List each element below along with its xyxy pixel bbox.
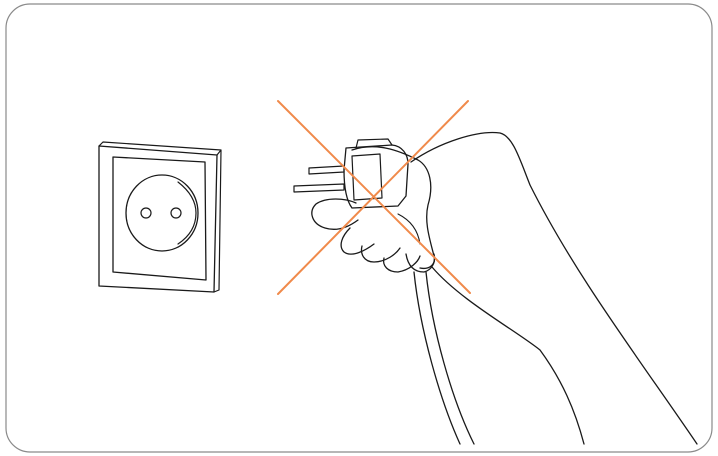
socket-pin-hole-right: [171, 208, 181, 218]
arm-lower-contour: [432, 267, 584, 444]
socket-pin-hole-left: [141, 208, 151, 218]
hand-icon: [312, 133, 697, 444]
index-finger: [341, 228, 374, 254]
socket-plate-edge: [99, 142, 221, 292]
plug-pin-top: [309, 166, 344, 174]
power-cord-icon: [406, 254, 474, 444]
cord-left-edge: [414, 272, 460, 444]
socket-plate-outer: [99, 146, 217, 292]
prohibition-cross-icon: [278, 101, 470, 294]
plug-pin-bottom: [294, 184, 344, 192]
wall-socket-icon: [99, 142, 221, 292]
socket-outlet-ring: [126, 175, 198, 251]
thumb: [312, 199, 358, 229]
frame-border: [6, 4, 712, 452]
